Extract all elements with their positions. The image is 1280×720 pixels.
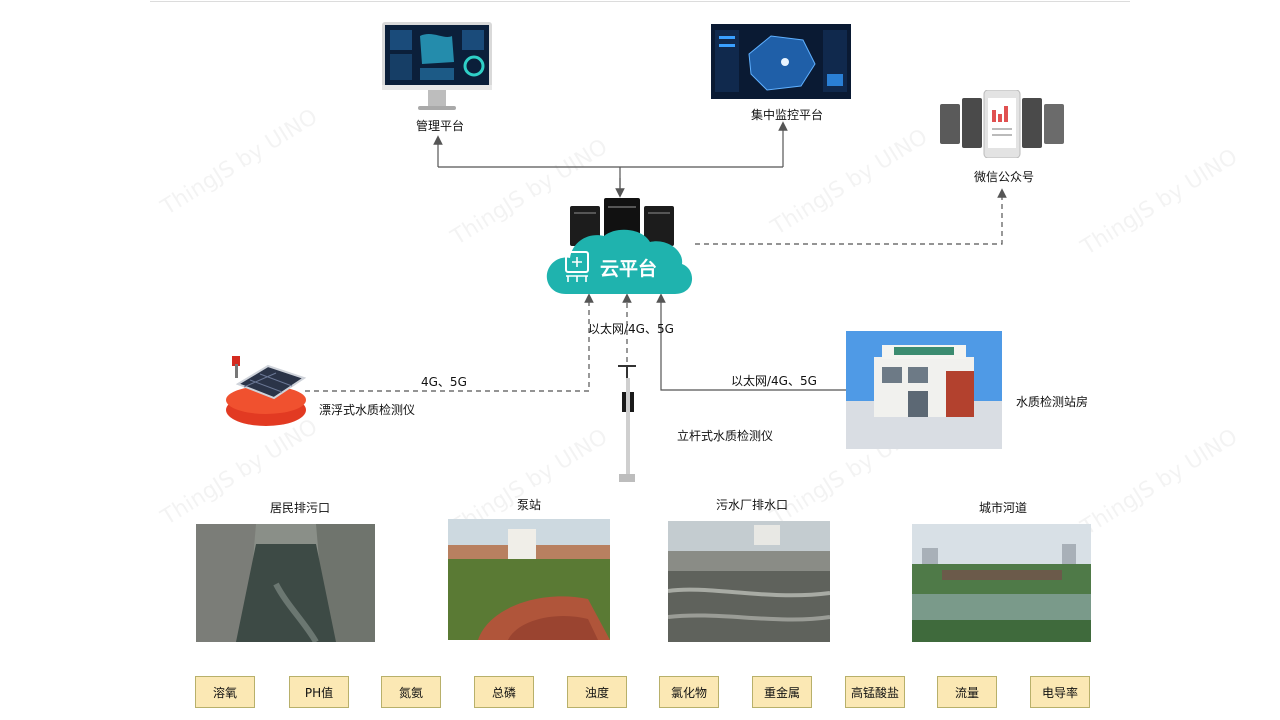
parameter-box: 重金属 xyxy=(752,676,812,708)
parameter-box: 流量 xyxy=(937,676,997,708)
management-platform-monitor xyxy=(382,22,492,114)
parameter-box: 浊度 xyxy=(567,676,627,708)
site-label: 泵站 xyxy=(517,498,542,512)
pole-monitor-image xyxy=(614,362,640,484)
station-house-label: 水质检测站房 xyxy=(1016,395,1089,409)
cloud-icon xyxy=(546,229,693,294)
right-link-label: 以太网/4G、5G xyxy=(731,374,817,388)
wechat-account-label: 微信公众号 xyxy=(974,170,1035,184)
parameter-box: 溶氧 xyxy=(195,676,255,708)
site-label: 污水厂排水口 xyxy=(716,498,789,512)
parameter-box: 电导率 xyxy=(1030,676,1090,708)
top-divider xyxy=(150,1,1130,2)
site-photo-wastewater-plant xyxy=(668,521,830,642)
station-house-image xyxy=(846,331,1002,449)
floating-monitor-label: 漂浮式水质检测仪 xyxy=(319,403,416,417)
parameter-box: 氮氨 xyxy=(381,676,441,708)
parameter-box: 总磷 xyxy=(474,676,534,708)
parameter-box: 高锰酸盐 xyxy=(845,676,905,708)
central-monitor-screen xyxy=(711,24,851,99)
central-monitor-label: 集中监控平台 xyxy=(751,108,824,122)
cloud-platform-label: 云平台 xyxy=(600,258,658,280)
site-photo-city-river xyxy=(912,524,1091,642)
cloud-platform xyxy=(544,226,696,296)
site-photo-sewage-outlet xyxy=(196,524,375,642)
parameter-box: 氯化物 xyxy=(659,676,719,708)
center-link-label: 以太网/4G、5G xyxy=(588,322,674,336)
wechat-phones-image xyxy=(940,90,1064,158)
left-link-label: 4G、5G xyxy=(421,375,467,389)
site-label: 居民排污口 xyxy=(270,501,331,515)
site-label: 城市河道 xyxy=(979,501,1028,515)
site-photo-pump-station xyxy=(448,519,610,640)
parameter-box: PH值 xyxy=(289,676,349,708)
management-platform-label: 管理平台 xyxy=(416,119,465,133)
pole-monitor-label: 立杆式水质检测仪 xyxy=(677,429,774,443)
floating-monitor-image xyxy=(224,356,308,428)
